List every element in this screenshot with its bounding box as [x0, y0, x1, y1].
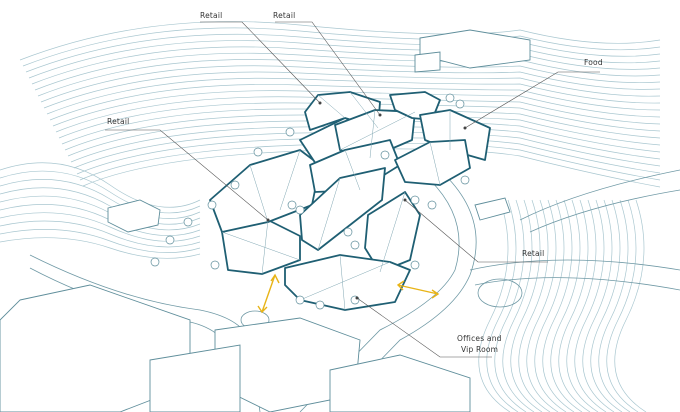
- contour-line: [502, 199, 535, 412]
- contour-line: [606, 199, 639, 412]
- contour-line: [550, 199, 583, 412]
- tree-icon: [380, 150, 390, 160]
- contour-line: [0, 204, 201, 236]
- label-retail-right: Retail: [522, 249, 545, 258]
- contour-line: [0, 162, 201, 208]
- contour-line: [49, 84, 661, 121]
- contour-line: [558, 199, 591, 412]
- contour-line: [0, 229, 201, 253]
- tree-icon: [183, 217, 193, 227]
- contour-line: [0, 220, 201, 248]
- tree-icon: [295, 295, 305, 305]
- tree-icon: [150, 257, 160, 267]
- contour-line: [34, 52, 661, 91]
- tree-icon: [350, 240, 360, 250]
- access-arrow-west: [257, 273, 280, 314]
- contour-line: [40, 65, 661, 103]
- contour-line: [37, 59, 661, 97]
- tree-icon: [253, 147, 263, 157]
- contour-line: [518, 199, 551, 412]
- contour-line: [598, 199, 631, 412]
- tree-icon: [410, 260, 420, 270]
- contour-line: [526, 199, 559, 412]
- tree-icon: [410, 195, 420, 205]
- contour-line: [0, 179, 201, 219]
- tree-icon: [287, 200, 297, 210]
- tree-icon: [343, 227, 353, 237]
- contour-line: [31, 46, 661, 85]
- label-retail-top-right: Retail: [273, 11, 296, 20]
- label-offices-line1: Offices and: [457, 334, 502, 343]
- tree-icon: [427, 200, 437, 210]
- label-retail-left: Retail: [107, 117, 130, 126]
- building-complex: [209, 91, 491, 311]
- contour-line: [566, 199, 599, 412]
- leader-lines: [105, 21, 600, 358]
- tree-icon: [315, 300, 325, 310]
- tree-icon: [460, 175, 470, 185]
- label-food: Food: [584, 58, 603, 67]
- roads: [29, 169, 680, 412]
- tree-icon: [230, 180, 240, 190]
- tree-icon: [165, 235, 175, 245]
- contour-line: [0, 170, 201, 214]
- tree-icon: [295, 205, 305, 215]
- contour-line: [534, 199, 567, 412]
- trees: [150, 93, 470, 310]
- access-arrows: [257, 273, 440, 314]
- contour-line: [82, 148, 661, 188]
- contour-line: [19, 21, 661, 61]
- contour-line: [0, 187, 201, 225]
- contour-line: [486, 199, 519, 412]
- access-arrow-east: [396, 280, 440, 299]
- tree-icon: [455, 99, 465, 109]
- contour-line: [478, 199, 511, 412]
- contour-line: [22, 27, 661, 67]
- contour-line: [590, 199, 623, 412]
- contour-line: [46, 77, 661, 115]
- contour-line: [25, 33, 661, 73]
- contour-line: [614, 199, 647, 412]
- contour-line: [43, 71, 661, 109]
- tree-icon: [285, 127, 295, 137]
- contour-line: [28, 40, 661, 79]
- tree-icon: [210, 260, 220, 270]
- contour-line: [510, 199, 543, 412]
- contour-line: [0, 237, 201, 259]
- contour-line: [582, 199, 615, 412]
- contour-line: [494, 199, 527, 412]
- label-retail-top-left: Retail: [200, 11, 223, 20]
- tree-icon: [445, 93, 455, 103]
- contour-line: [542, 199, 575, 412]
- tree-icon: [207, 200, 217, 210]
- contour-line: [574, 199, 607, 412]
- label-offices-line2: Vip Room: [461, 345, 499, 354]
- surrounding-blocks: [0, 29, 531, 412]
